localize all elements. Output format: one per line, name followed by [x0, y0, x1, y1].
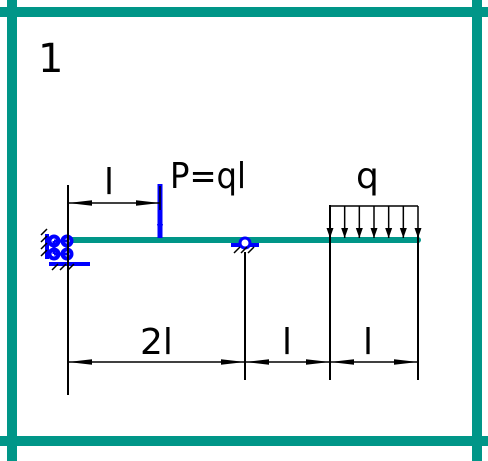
- distributed-load-arrows: [326, 206, 422, 238]
- panel-number: 1: [38, 36, 63, 82]
- distributed-load: [326, 205, 422, 238]
- extension-lines: [67, 185, 419, 395]
- bottom-dimension-label-1: 2l: [140, 322, 173, 363]
- distributed-load-label: q: [356, 156, 379, 197]
- point-force-label: P=ql: [170, 156, 246, 197]
- left-support-hatching: [40, 228, 75, 271]
- bottom-dimension-label-3: l: [363, 322, 373, 363]
- middle-support: [231, 236, 259, 254]
- bottom-dimension-label-2: l: [282, 322, 292, 363]
- top-dimension-label: l: [104, 162, 114, 203]
